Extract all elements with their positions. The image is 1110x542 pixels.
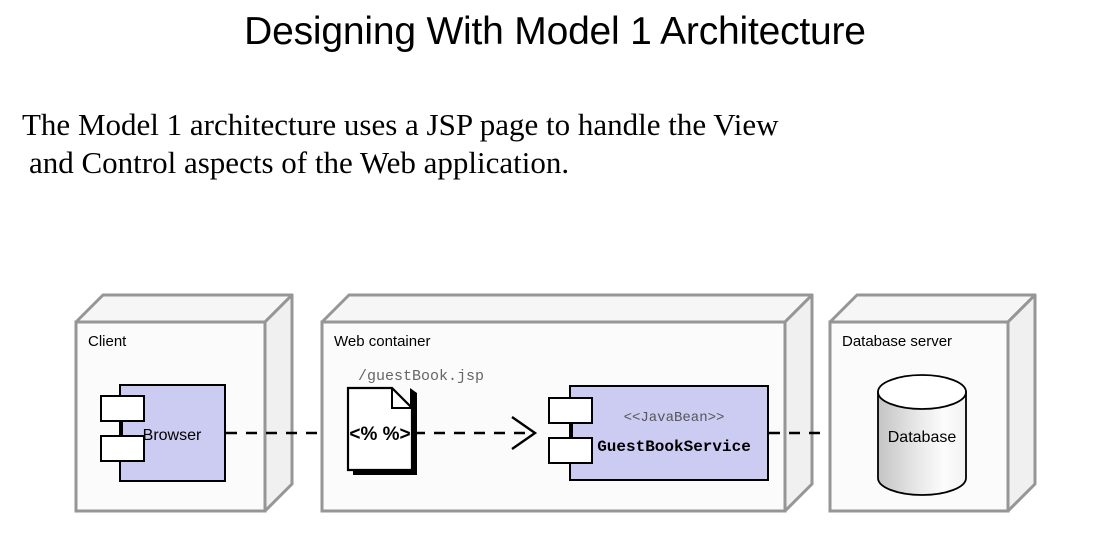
client-node-side-face bbox=[263, 293, 294, 513]
component-icon bbox=[548, 397, 593, 464]
slide-body-text: The Model 1 architecture uses a JSP page… bbox=[22, 106, 1088, 182]
guestbookservice-label: GuestBookService bbox=[597, 438, 751, 456]
jsp-page-filename: /guestBook.jsp bbox=[358, 368, 484, 385]
jsp-page[interactable]: /guestBook.jsp <% %> bbox=[346, 368, 484, 475]
node-database-server[interactable]: Database server Database bbox=[828, 293, 1037, 513]
jsp-scriptlet-text: <% %> bbox=[349, 424, 410, 445]
guestbookservice-stereotype: <<JavaBean>> bbox=[624, 410, 725, 426]
client-node-label: Client bbox=[88, 333, 127, 350]
node-web-container[interactable]: Web container /guestBook.jsp <% %> <<Jav… bbox=[320, 293, 814, 513]
node-client[interactable]: Client Browser bbox=[74, 293, 294, 513]
body-line-2: and Control aspects of the Web applicati… bbox=[29, 145, 570, 180]
database-server-node-label: Database server bbox=[842, 333, 952, 350]
database-cylinder[interactable]: Database bbox=[877, 374, 967, 496]
guestbookservice-component-body bbox=[569, 385, 769, 481]
web-container-node-top-face bbox=[320, 293, 814, 324]
component-guestbookservice[interactable]: <<JavaBean>> GuestBookService bbox=[548, 385, 769, 481]
browser-component-label: Browser bbox=[143, 427, 202, 444]
component-icon bbox=[100, 395, 145, 462]
database-server-node-top-face bbox=[828, 293, 1037, 324]
uml-deployment-diagram: Client Browser Web container /guestBook.… bbox=[0, 270, 1110, 542]
jsp-page-fold bbox=[391, 388, 412, 409]
database-server-node-side-face bbox=[1006, 293, 1037, 513]
client-node-top-face bbox=[74, 293, 294, 324]
database-label: Database bbox=[888, 429, 957, 446]
database-cylinder-top bbox=[877, 374, 967, 410]
web-container-node-label: Web container bbox=[334, 333, 430, 350]
page-title: Designing With Model 1 Architecture bbox=[244, 10, 866, 53]
component-browser[interactable]: Browser bbox=[100, 384, 226, 482]
database-icon bbox=[877, 391, 967, 496]
web-container-node-side-face bbox=[783, 293, 814, 513]
connector-jsp-to-service bbox=[414, 416, 538, 450]
body-line-1: The Model 1 architecture uses a JSP page… bbox=[22, 107, 779, 142]
